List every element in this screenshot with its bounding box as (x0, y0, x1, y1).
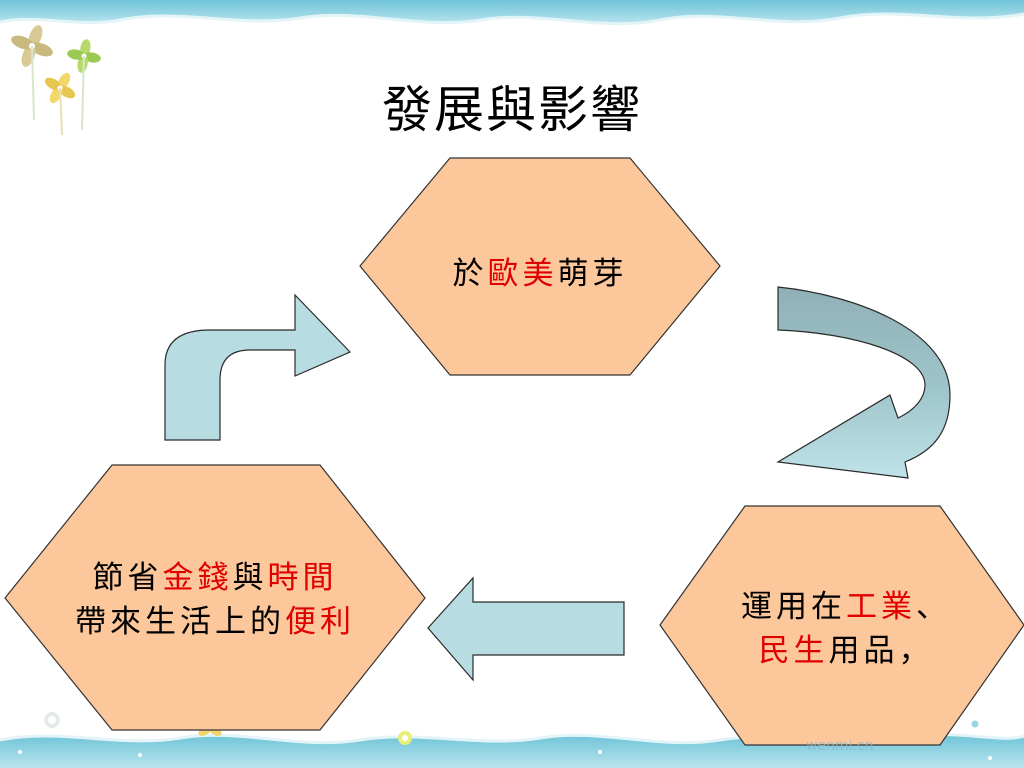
bottom-right-line-2: 民生用品， (686, 629, 1006, 673)
bottom-left-label-highlight: 金錢 (162, 560, 233, 596)
bottom-left-hexagon-label: 節省金錢與時間 帶來生活上的便利 (25, 556, 405, 644)
bottom-right-label-part: 運用在 (741, 589, 846, 625)
bottom-right-label-part: 、 (916, 589, 951, 625)
bottom-left-hexagon (4, 464, 426, 731)
top-hexagon (359, 157, 721, 376)
bent-arrow (164, 293, 352, 441)
bottom-right-label-part: 用品， (828, 633, 934, 669)
bottom-right-label-highlight: 工業 (846, 589, 916, 625)
left-arrow (427, 576, 625, 682)
bottom-left-label-part: 與 (232, 560, 268, 596)
bottom-left-label-part: 帶來生活上的 (75, 604, 285, 640)
bottom-right-hexagon (659, 505, 1024, 746)
bottom-left-line-1: 節省金錢與時間 (25, 556, 405, 600)
pinwheel-decoration (11, 25, 101, 136)
bottom-left-label-part: 節省 (92, 560, 163, 596)
top-label-highlight: 歐美 (487, 256, 558, 292)
page-title: 發展與影響 (382, 81, 642, 139)
bottom-right-line-1: 運用在工業、 (686, 585, 1006, 629)
top-hexagon-label: 於歐美萌芽 (400, 248, 680, 293)
curved-arrow (776, 286, 951, 479)
top-wave-decoration (0, 0, 1024, 26)
top-label-part: 萌芽 (557, 256, 628, 292)
bottom-left-label-highlight: 時間 (267, 560, 338, 596)
bottom-right-hexagon-label: 運用在工業、 民生用品， (686, 585, 1006, 673)
watermark: wenmi.cn (806, 738, 874, 754)
bottom-left-line-2: 帶來生活上的便利 (25, 600, 405, 644)
bottom-left-label-highlight: 便利 (285, 604, 355, 640)
bottom-right-label-highlight: 民生 (758, 633, 829, 669)
top-label-part: 於 (452, 256, 488, 292)
